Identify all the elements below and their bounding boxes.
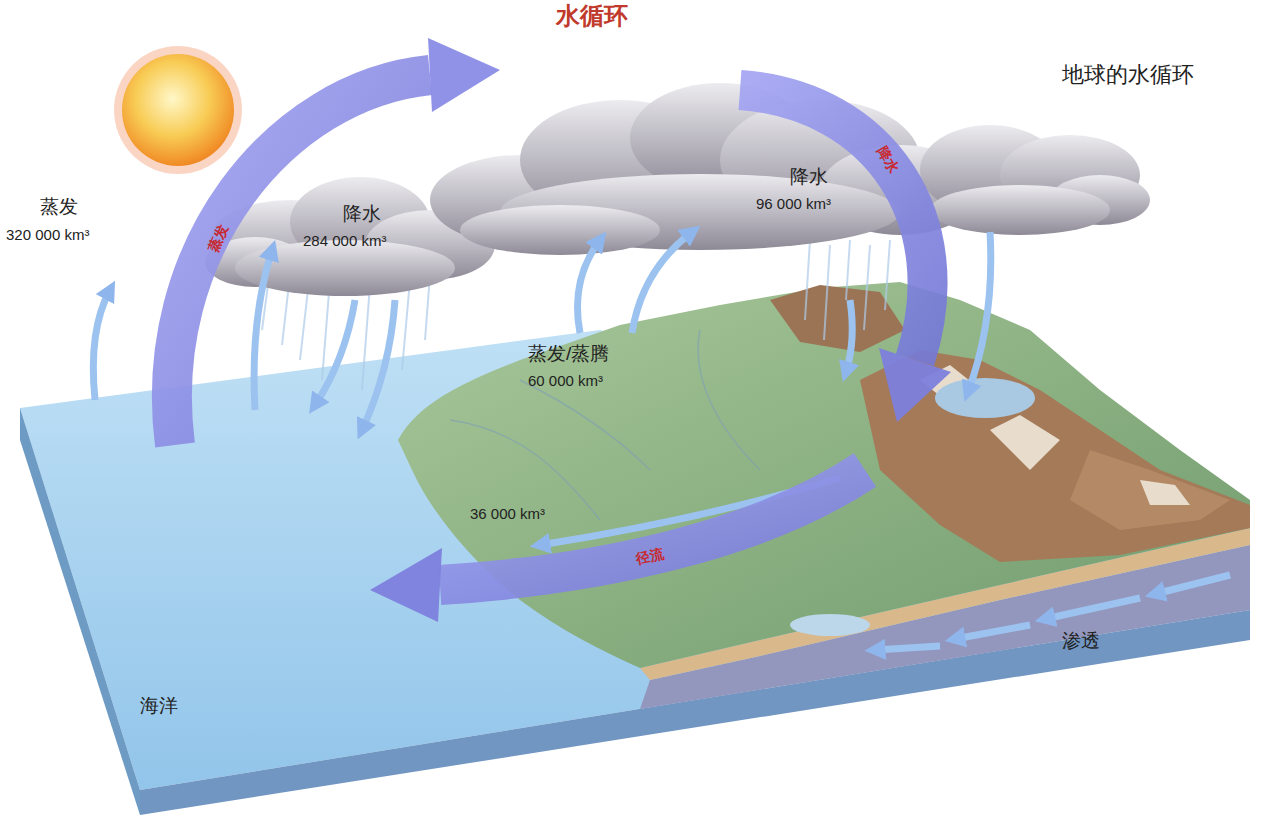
flow-volume: 36 000 km³ <box>470 505 545 522</box>
sun-glow <box>114 46 242 174</box>
sun-disc <box>122 54 234 166</box>
big-arrows <box>172 38 951 622</box>
runoff-cycle-arrow <box>440 470 865 585</box>
seepage-arrow <box>875 646 940 650</box>
lake <box>790 614 870 636</box>
small-arrows <box>93 232 1230 650</box>
lake <box>935 378 1035 418</box>
diagram-heading: 地球的水循环 <box>1062 62 1194 87</box>
region-name: 海洋 <box>140 695 178 717</box>
cloud <box>930 185 1110 235</box>
flow-name: 降水 <box>343 203 381 225</box>
flow-volume: 60 000 km³ <box>528 372 603 389</box>
seepage-arrow <box>955 625 1030 639</box>
diagram-title: 水循环 <box>556 2 628 30</box>
snow-patch <box>920 365 1190 505</box>
seepage-arrow <box>1045 598 1140 619</box>
flow-volume: 284 000 km³ <box>303 232 386 249</box>
block-side <box>20 408 140 815</box>
flow-name: 蒸发/蒸腾 <box>528 343 609 365</box>
arrow-head <box>428 38 500 112</box>
sun <box>114 46 242 174</box>
transpiration-arrow <box>632 232 692 333</box>
river <box>450 330 760 520</box>
flow-volume: 96 000 km³ <box>756 195 831 212</box>
precipitation-arrow <box>846 300 852 372</box>
transpiration-arrow <box>578 240 601 333</box>
precipitation-arrow <box>968 232 991 392</box>
seepage-arrow <box>1155 575 1230 594</box>
evaporation-cycle-arrow <box>172 75 430 445</box>
process-name: 渗透 <box>1062 630 1100 652</box>
evaporation-arrow <box>254 250 272 410</box>
evaporation-arrow <box>93 290 110 400</box>
precipitation-arrow <box>315 300 355 405</box>
arrow-head <box>370 548 442 622</box>
precipitation-arrow <box>362 300 395 430</box>
flow-volume: 320 000 km³ <box>6 226 89 243</box>
flow-name: 降水 <box>790 166 828 188</box>
flow-name: 蒸发 <box>40 196 78 218</box>
mountain <box>770 285 905 352</box>
cloud <box>460 205 660 255</box>
precipitation-cycle-arrow <box>740 90 928 360</box>
arrow-head <box>879 348 951 422</box>
